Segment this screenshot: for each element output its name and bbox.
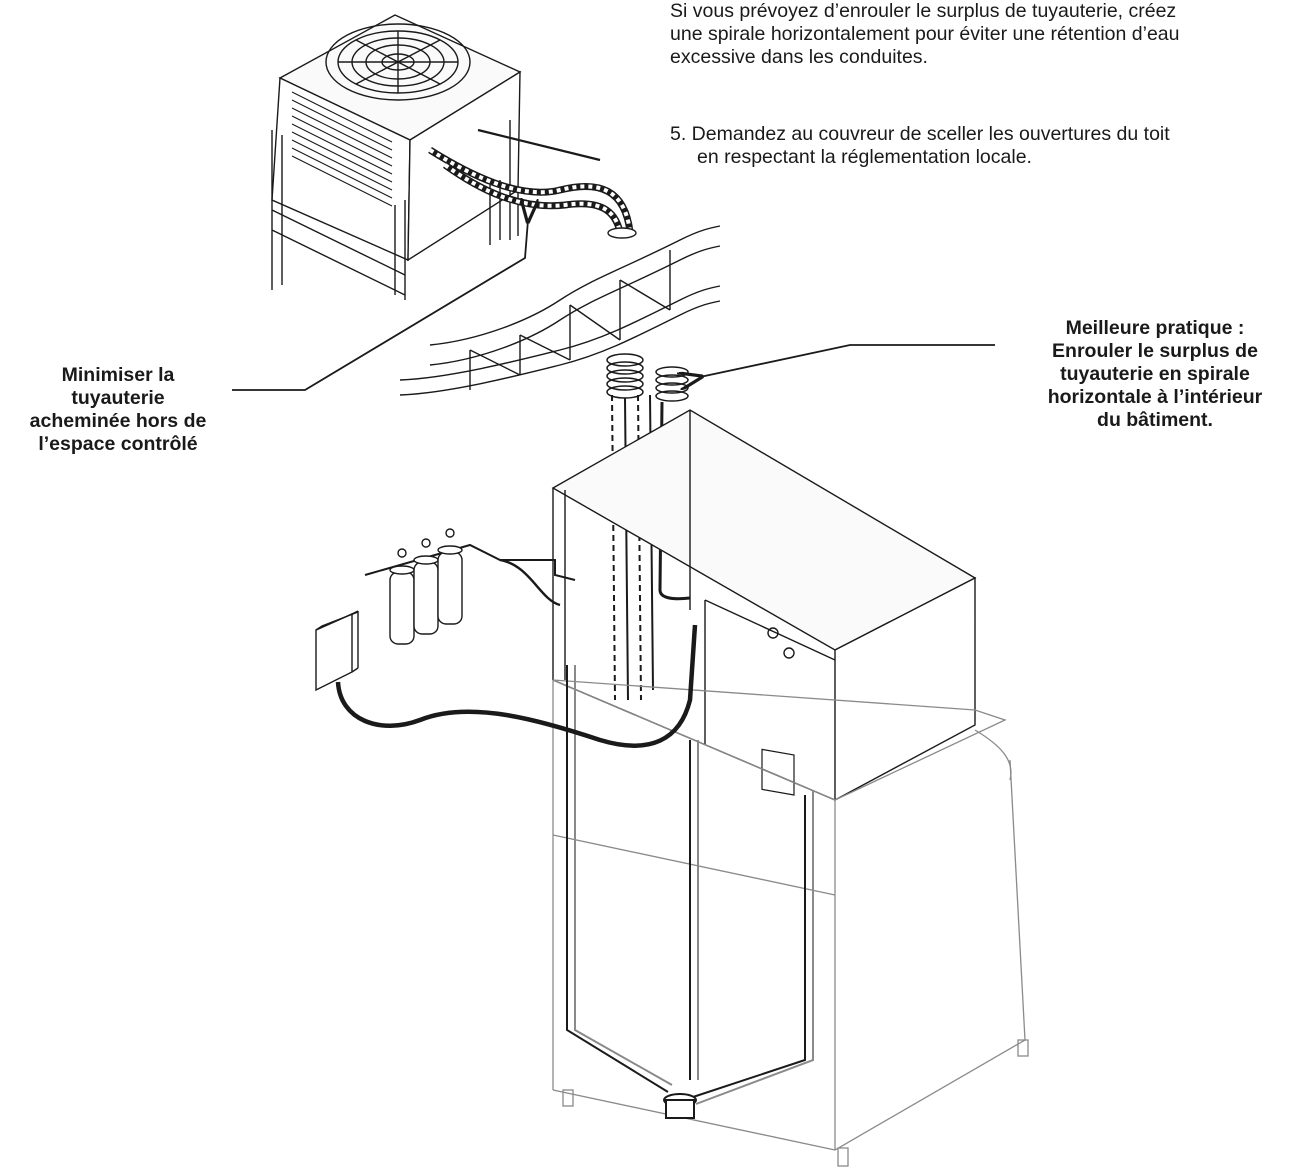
roof-truss-section [399,225,721,396]
callout-right-line-5: du bâtiment. [1097,409,1213,431]
leader-line-left [232,220,528,391]
ice-storage-bin [552,679,1029,1167]
callout-right-line-3: tuyauterie en spirale [1060,363,1250,385]
power-cable [335,624,698,748]
callout-minimize-piping: Minimiser la tuyauterie acheminée hors d… [0,364,236,456]
ice-machine-head [551,409,977,802]
callout-left-line-1: Minimiser la [61,364,175,386]
callout-right-line-4: horizontale à l’intérieur [1047,386,1263,408]
callout-best-practice: Meilleure pratique : Enrouler le surplus… [1010,317,1293,432]
step-5-line-2: en respectant la réglementation locale. [697,146,1032,168]
water-filter-assembly [364,528,576,645]
callout-left-line-4: l’espace contrôlé [38,433,198,455]
fan-grille-icon [325,23,471,101]
intro-line-3: excessive dans les conduites. [670,46,928,68]
step-5-instruction: 5. Demandez au couvreur de sceller les o… [670,123,1290,169]
callout-right-line-1: Meilleure pratique : [1065,317,1245,339]
drain-lines [566,665,814,1119]
intro-line-1: Si vous prévoyez d’enrouler le surplus d… [670,0,1177,22]
condenser-line-set [428,128,637,239]
callout-left-line-2: tuyauterie [71,387,165,409]
leader-line-right [700,344,995,377]
electrical-disconnect-box [315,610,359,692]
intro-line-2: une spirale horizontalement pour éviter … [670,23,1180,45]
step-5-line-1: 5. Demandez au couvreur de sceller les o… [670,123,1170,145]
callout-left-line-3: acheminée hors de [29,410,207,432]
callout-right-line-2: Enrouler le surplus de [1052,340,1258,362]
condenser-louvers [291,91,393,207]
remote-condenser-unit [271,14,522,300]
intro-paragraph: Si vous prévoyez d’enrouler le surplus d… [670,0,1290,69]
